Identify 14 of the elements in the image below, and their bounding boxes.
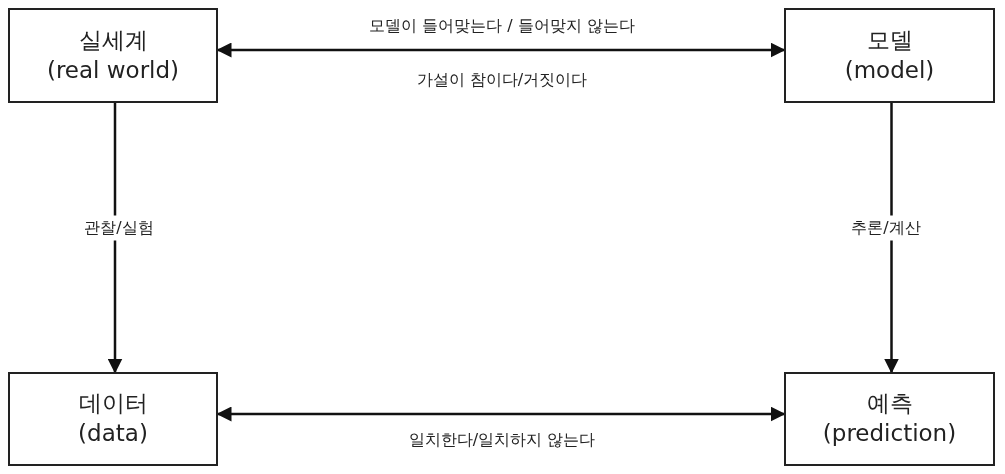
concept-box: [8, 372, 218, 466]
concept-box: [784, 372, 995, 466]
arrow: [884, 103, 899, 374]
box-title: 예측: [866, 389, 913, 419]
arrow: [107, 103, 123, 374]
box-title: 모델: [866, 25, 913, 55]
box-subtitle: (prediction): [822, 419, 957, 448]
concept-box: [8, 8, 218, 103]
box-title: 실세계: [78, 25, 148, 55]
box-title: 데이터: [78, 389, 148, 419]
concept-box: [784, 8, 995, 103]
box-subtitle: (model): [844, 55, 935, 85]
box-subtitle: (data): [78, 419, 148, 448]
box-subtitle: (real world): [46, 55, 180, 85]
